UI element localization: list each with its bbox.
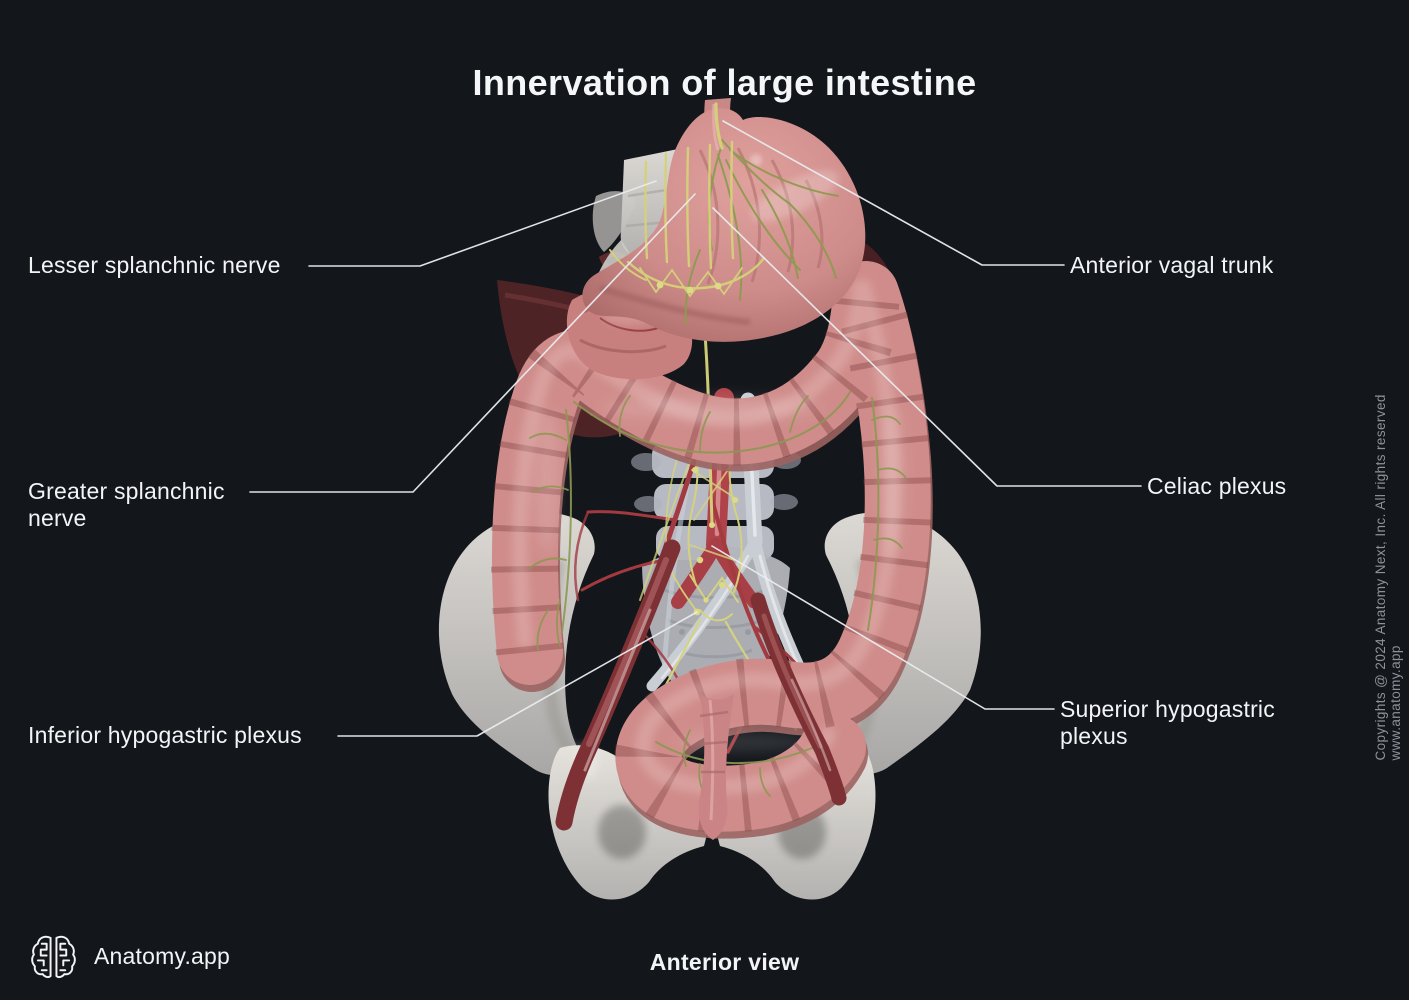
leader-line-celiac-plexus	[712, 207, 1142, 487]
nerves-vagal-celiac	[609, 102, 839, 325]
leader-line-greater-splanchnic	[249, 193, 696, 493]
view-label: Anterior view	[649, 949, 800, 975]
label-superior-hypogastric-plexus: Superior hypogastric plexus	[1060, 696, 1275, 749]
leader-line-lesser-splanchnic	[308, 180, 657, 267]
rectum	[698, 692, 734, 840]
brand-name: Anatomy.app	[94, 943, 231, 969]
label-inferior-hypogastric-plexus: Inferior hypogastric plexus	[28, 722, 302, 748]
leader-lines	[249, 120, 1142, 737]
leader-line-inferior-hypogastric	[337, 611, 698, 737]
label-anterior-vagal-trunk: Anterior vagal trunk	[1070, 252, 1274, 278]
leader-line-superior-hypogastric	[711, 545, 1055, 710]
copyright-notice: Copyrights @ 2024 Anatomy Next, Inc. All…	[1373, 394, 1403, 761]
label-celiac-plexus: Celiac plexus	[1147, 473, 1287, 499]
brand: Anatomy.app	[30, 933, 230, 980]
leader-line-anterior-vagal	[722, 120, 1065, 266]
iliac-arteries	[555, 539, 847, 831]
label-lesser-splanchnic-nerve: Lesser splanchnic nerve	[28, 252, 281, 278]
brain-icon	[31, 935, 76, 979]
nerves-colon	[529, 391, 907, 797]
label-greater-splanchnic-nerve: Greater splanchnic nerve	[28, 478, 225, 531]
page-title: Innervation of large intestine	[472, 62, 977, 104]
